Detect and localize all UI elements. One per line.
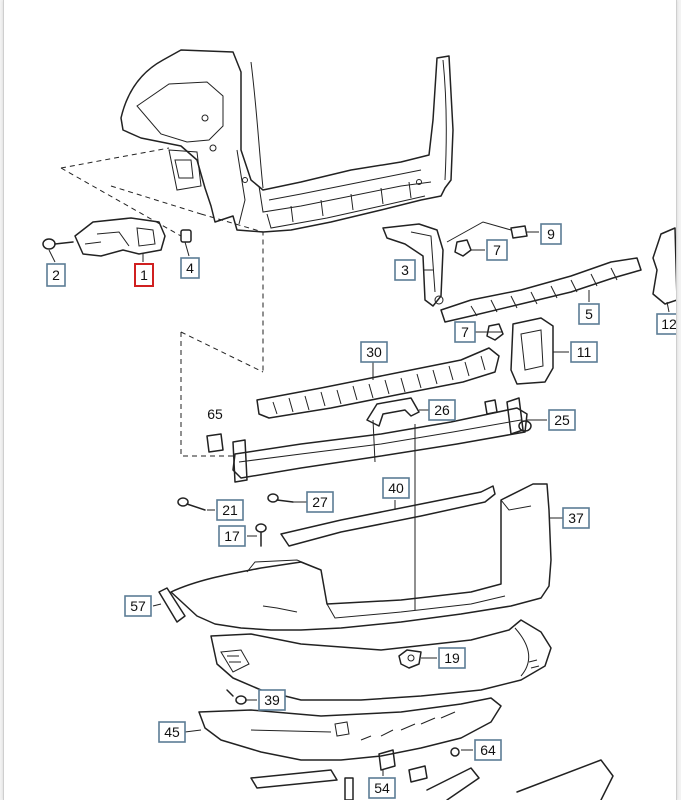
callout-19[interactable]: 19: [438, 647, 466, 669]
bumper-crossmember-part-25: [232, 397, 532, 483]
energy-absorber-part-30: [256, 347, 500, 419]
callout-37[interactable]: 37: [562, 507, 590, 529]
callout-7-lower-text: 7: [461, 324, 469, 340]
screw-part-2: [42, 238, 74, 250]
guide-rail-part-5: [440, 257, 642, 323]
clip-part-9: [446, 221, 528, 243]
callout-11[interactable]: 11: [570, 341, 598, 363]
callout-1-text: 1: [140, 267, 148, 283]
strip-part-57: [158, 587, 186, 623]
callout-4-text: 4: [186, 260, 194, 276]
callout-37-text: 37: [568, 510, 584, 526]
callout-9-text: 9: [547, 226, 555, 242]
callout-12[interactable]: 12: [656, 313, 676, 335]
callout-21-text: 21: [222, 502, 238, 518]
callout-27-text: 27: [312, 494, 328, 510]
callout-11-text: 11: [577, 344, 592, 360]
callout-3-text: 3: [401, 262, 409, 278]
parts-diagram: 1 2 4 9 7 3 5 7 12 30 11 26: [42, 49, 676, 800]
callout-17[interactable]: 17: [218, 525, 246, 547]
callout-45-text: 45: [164, 724, 180, 740]
callout-45[interactable]: 45: [158, 721, 186, 743]
callout-7-upper-text: 7: [493, 242, 501, 258]
callout-1[interactable]: 1: [134, 263, 154, 287]
clip-part-64: [450, 747, 460, 757]
callout-26[interactable]: 26: [428, 399, 456, 421]
callout-4[interactable]: 4: [180, 257, 200, 279]
nut-part-7-upper: [454, 239, 472, 257]
lower-spoiler-part-45: [198, 697, 502, 761]
screw-part-39: [226, 689, 247, 705]
trim-strip-part-40: [280, 485, 496, 547]
diagram-frame: 1 2 4 9 7 3 5 7 12 30 11 26: [3, 0, 677, 800]
callout-25[interactable]: 25: [548, 409, 576, 431]
callout-25-text: 25: [554, 412, 570, 428]
nut-part-7-lower: [486, 323, 504, 341]
label-65-text: 65: [207, 406, 223, 422]
screw-part-21: [177, 497, 206, 511]
callout-40-text: 40: [388, 480, 404, 496]
callout-30-text: 30: [366, 344, 382, 360]
bumper-cover-part-37: [170, 483, 552, 631]
callout-54[interactable]: 54: [368, 777, 396, 799]
callout-64[interactable]: 64: [474, 739, 502, 761]
lower-trim-strips: [250, 759, 614, 800]
screw-part-27: [267, 493, 294, 503]
callout-12-text: 12: [661, 316, 676, 332]
callout-2[interactable]: 2: [46, 263, 66, 287]
callout-39-text: 39: [264, 692, 280, 708]
callout-40[interactable]: 40: [382, 477, 410, 499]
label-65: 65: [207, 406, 223, 422]
callout-21[interactable]: 21: [216, 499, 244, 521]
callout-39[interactable]: 39: [258, 689, 286, 711]
callout-26-text: 26: [434, 402, 450, 418]
callout-17-text: 17: [224, 528, 240, 544]
bracket-part-11: [510, 317, 554, 385]
callout-64-text: 64: [480, 742, 496, 758]
callout-27[interactable]: 27: [306, 491, 334, 513]
side-guide-part-12: [652, 227, 676, 305]
clip-part-4: [180, 229, 192, 243]
callout-9[interactable]: 9: [540, 223, 562, 245]
label-part-65: [206, 433, 224, 453]
screw-part-17: [255, 523, 267, 547]
rear-body-structure: [120, 49, 454, 233]
bumper-bracket-part-3: [382, 223, 444, 307]
bracket-part-26: [366, 397, 420, 427]
bracket-part-54: [344, 749, 428, 800]
leader-lines: [48, 231, 670, 776]
callout-57[interactable]: 57: [124, 595, 152, 617]
callout-7-upper[interactable]: 7: [486, 239, 508, 261]
callout-54-text: 54: [374, 780, 390, 796]
sensor-holder-part-19: [398, 649, 422, 669]
lower-valance: [210, 619, 552, 701]
callout-3[interactable]: 3: [394, 259, 416, 281]
callout-57-text: 57: [130, 598, 146, 614]
callout-19-text: 19: [444, 650, 460, 666]
callout-5-text: 5: [585, 306, 593, 322]
side-bracket-part: [74, 217, 166, 257]
callout-7-lower[interactable]: 7: [454, 321, 476, 343]
callout-30[interactable]: 30: [360, 341, 388, 363]
callout-2-text: 2: [52, 267, 60, 283]
callout-5[interactable]: 5: [578, 303, 600, 325]
